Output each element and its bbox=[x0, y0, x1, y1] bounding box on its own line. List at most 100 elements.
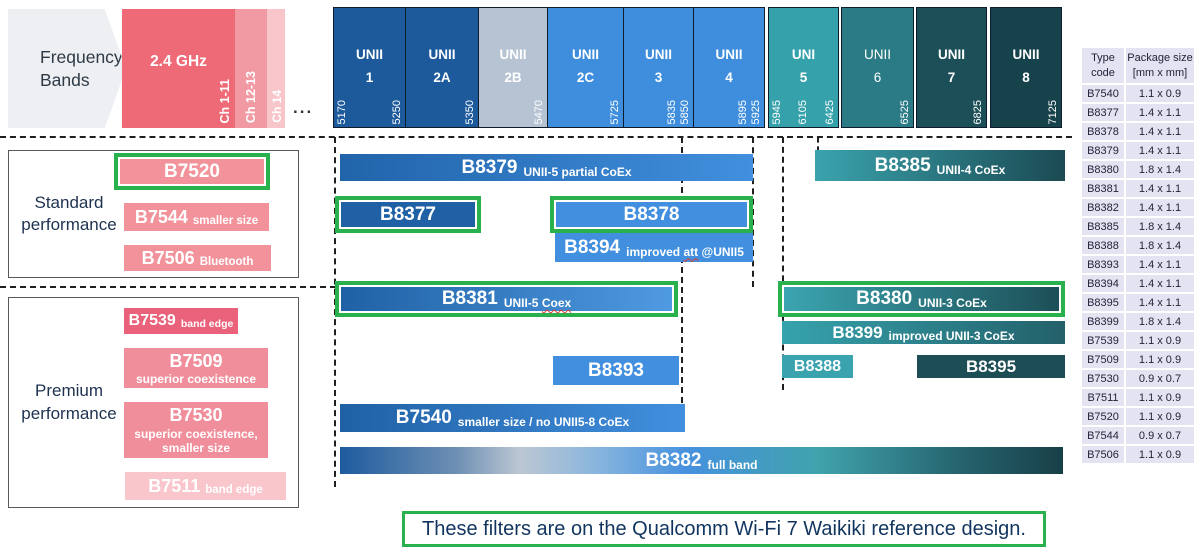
premium-performance-box: Premium performance B7539 band edge B750… bbox=[8, 297, 299, 508]
table-cell: 1.4 x 1.1 bbox=[1126, 180, 1194, 197]
table-cell: 1.8 x 1.4 bbox=[1126, 313, 1194, 330]
table-cell: B8380 bbox=[1082, 161, 1124, 178]
filter-code-b7539: B7539 bbox=[128, 312, 176, 329]
filter-bar-b8377: B8377 bbox=[341, 202, 475, 227]
filter-bar-b7509: B7509 superior coexistence bbox=[124, 348, 268, 388]
freq-6105: 6105 bbox=[796, 99, 809, 124]
filter-code-b8393: B8393 bbox=[588, 359, 644, 381]
freq-5470: 5470 bbox=[533, 99, 545, 124]
table-cell: B7540 bbox=[1082, 85, 1124, 102]
table-cell: 1.4 x 1.1 bbox=[1126, 256, 1194, 273]
filter-bar-b7530: B7530 superior coexistence, smaller size bbox=[124, 402, 268, 458]
note-text-misspelled: att bbox=[683, 244, 699, 259]
unii-1-block: UNII 1 5170 5250 bbox=[333, 7, 406, 128]
freq-5925: 5925 bbox=[750, 99, 762, 124]
table-cell: 0.9 x 0.7 bbox=[1126, 427, 1194, 444]
note-text: UNII-5 bbox=[503, 296, 539, 310]
filter-code-b8399: B8399 bbox=[832, 322, 883, 342]
table-header-type-code: Type code bbox=[1082, 48, 1124, 83]
table-cell: B7520 bbox=[1082, 408, 1124, 425]
filter-bar-b8394: B8394 improved att @UNII5 bbox=[555, 233, 753, 262]
band-2-4ghz-label: 2.4 GHz bbox=[150, 53, 207, 70]
filter-note-b7511: band edge bbox=[205, 483, 263, 496]
band-2-4ghz-main: 2.4 GHz Ch 1-11 bbox=[122, 9, 235, 128]
filter-bar-b8385: B8385 UNII-4 CoEx bbox=[815, 150, 1065, 181]
filter-note-b7540: smaller size / no UNII5-8 CoEx bbox=[457, 415, 630, 429]
band-2-4ghz: 2.4 GHz Ch 1-11 Ch 12-13 Ch 14 bbox=[122, 9, 285, 128]
filter-bar-b8388: B8388 bbox=[782, 355, 853, 378]
filter-note-b7506: Bluetooth bbox=[199, 255, 254, 268]
unii-3-block: UNII 3 5835 5850 bbox=[623, 7, 694, 128]
table-cell: B8377 bbox=[1082, 104, 1124, 121]
table-cell: 1.4 x 1.1 bbox=[1126, 199, 1194, 216]
table-header-package-size: Package size [mm x mm] bbox=[1126, 48, 1194, 83]
dashed-line-5850 bbox=[681, 137, 683, 403]
freq-5170: 5170 bbox=[336, 99, 348, 124]
filter-code-b7509: B7509 bbox=[169, 350, 223, 371]
freq-6425: 6425 bbox=[824, 99, 836, 124]
unii-6-label: UNII 6 bbox=[864, 47, 891, 85]
table-cell: 1.8 x 1.4 bbox=[1126, 161, 1194, 178]
filter-code-b7520: B7520 bbox=[164, 160, 220, 182]
filter-code-b7530: B7530 bbox=[169, 405, 223, 426]
table-cell: 1.1 x 0.9 bbox=[1126, 332, 1194, 349]
dashed-line-performance-divider bbox=[0, 286, 346, 288]
filter-code-b8394: B8394 bbox=[564, 236, 621, 258]
freq-5835: 5835 bbox=[666, 99, 678, 124]
table-cell: B7506 bbox=[1082, 446, 1124, 463]
table-cell: B8388 bbox=[1082, 237, 1124, 254]
unii-1-label: UNII 1 bbox=[356, 47, 383, 85]
filter-bar-b8378: B8378 bbox=[556, 202, 747, 227]
dashed-line-5925 bbox=[752, 137, 754, 287]
filter-note-b7539: band edge bbox=[180, 318, 234, 330]
filter-bar-b8393: B8393 bbox=[553, 356, 679, 385]
freq-5945: 5945 bbox=[771, 99, 783, 124]
dashed-line-6105 bbox=[817, 137, 819, 152]
table-cell: 0.9 x 0.7 bbox=[1126, 370, 1194, 387]
note-text: @UNII5 bbox=[701, 244, 744, 259]
filter-b8381-highlight: B8381 UNII-5 Coex bbox=[335, 281, 678, 317]
filter-code-b8379: B8379 bbox=[461, 156, 518, 178]
table-cell: 1.1 x 0.9 bbox=[1126, 446, 1194, 463]
freq-5895: 5895 bbox=[737, 99, 749, 124]
filter-code-b7544: B7544 bbox=[134, 206, 188, 227]
filter-bar-b7511: B7511 band edge bbox=[125, 472, 286, 500]
filter-code-b8388: B8388 bbox=[793, 357, 842, 375]
filter-note-b8380: UNII-3 CoEx bbox=[918, 296, 987, 310]
band-gap-ellipsis: ... bbox=[293, 98, 314, 117]
filter-bar-b8380: B8380 UNII-3 CoEx bbox=[784, 287, 1059, 311]
filter-note-b8385: UNII-4 CoEx bbox=[936, 162, 1006, 177]
band-2-4ghz-ch14: Ch 14 bbox=[267, 9, 285, 128]
table-cell: B8382 bbox=[1082, 199, 1124, 216]
filter-bar-b7539: B7539 band edge bbox=[124, 308, 238, 334]
unii-5-label: UNI 5 bbox=[791, 47, 816, 85]
filter-b7520-highlight: B7520 bbox=[114, 153, 270, 190]
unii-7-label: UNII 7 bbox=[938, 47, 965, 85]
channel-12-13-label: Ch 12-13 bbox=[244, 70, 258, 123]
unii-2b-block: UNII 2B 5470 bbox=[478, 7, 548, 128]
unii-8-block: UNII 8 7125 bbox=[990, 7, 1062, 128]
filter-code-b8378: B8378 bbox=[623, 203, 680, 225]
channel-14-label: Ch 14 bbox=[270, 90, 284, 123]
filter-bar-b8399: B8399 improved UNII-3 CoEx bbox=[782, 321, 1065, 344]
table-cell: B7509 bbox=[1082, 351, 1124, 368]
filter-bar-b8382: B8382 full band bbox=[340, 447, 1063, 474]
table-cell: 1.1 x 0.9 bbox=[1126, 85, 1194, 102]
filter-bar-b7520: B7520 bbox=[120, 159, 264, 184]
filter-b8380-highlight: B8380 UNII-3 CoEx bbox=[778, 281, 1065, 317]
filter-code-b8385: B8385 bbox=[874, 154, 931, 176]
unii-band-row: UNII 1 5170 5250 UNII 2A 5350 UNII 2B 54… bbox=[333, 7, 1062, 128]
unii-2b-label: UNII 2B bbox=[499, 47, 527, 85]
table-cell: B8399 bbox=[1082, 313, 1124, 330]
table-cell: B8378 bbox=[1082, 123, 1124, 140]
dashed-line-top bbox=[0, 136, 1072, 138]
note-text: improved bbox=[626, 244, 681, 259]
filter-note-b8381: UNII-5 Coex bbox=[504, 296, 571, 310]
table-cell: 1.8 x 1.4 bbox=[1126, 237, 1194, 254]
filter-bar-b8379: B8379 UNII-5 partial CoEx bbox=[340, 154, 753, 181]
filter-code-b7506: B7506 bbox=[141, 247, 195, 268]
standard-performance-label: Standard performance bbox=[21, 192, 117, 234]
freq-5250: 5250 bbox=[391, 99, 403, 124]
table-cell: 1.1 x 0.9 bbox=[1126, 408, 1194, 425]
table-cell: 1.1 x 0.9 bbox=[1126, 389, 1194, 406]
